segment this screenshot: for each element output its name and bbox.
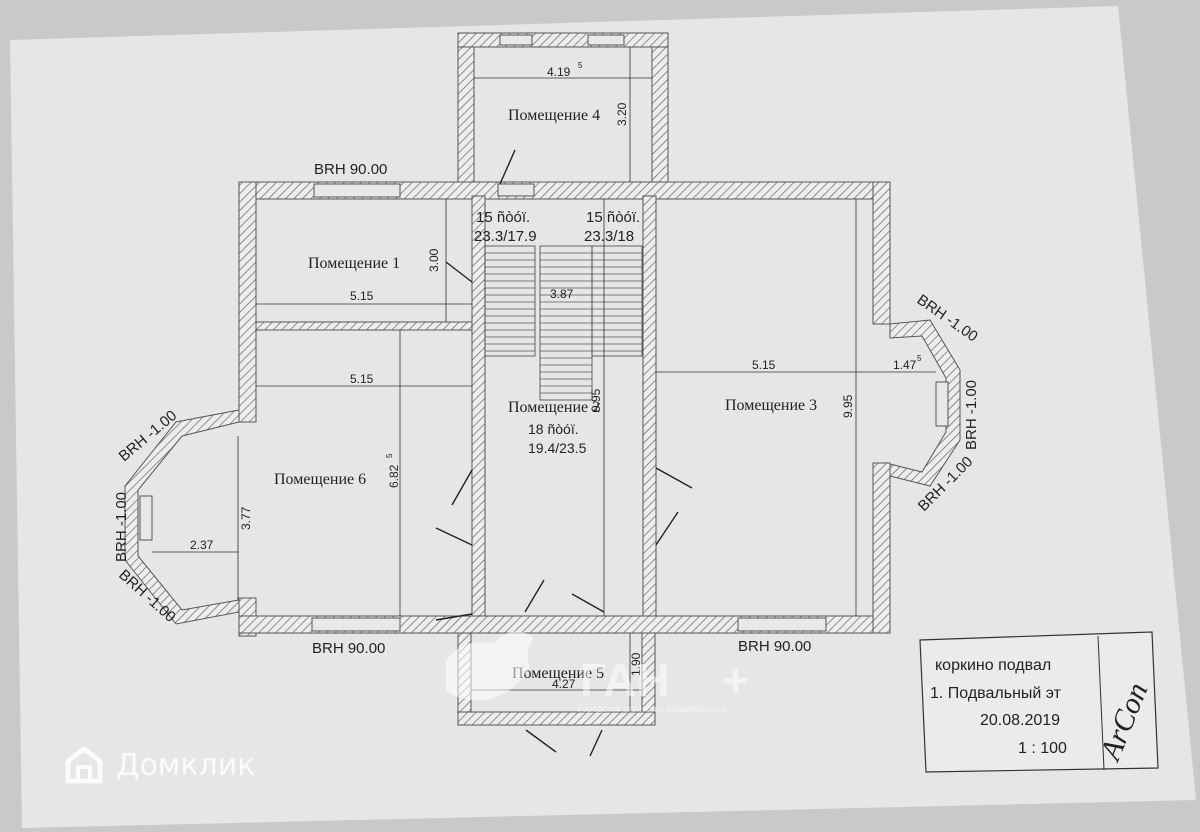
doors bbox=[435, 149, 693, 757]
title-block: коркино подвал 1. Подвальный эт 20.08.20… bbox=[919, 631, 1159, 773]
dim-room4-width: 4.19 bbox=[547, 65, 571, 79]
dim-room6-width: 5.15 bbox=[350, 372, 374, 386]
stair-main-count: 18 ñòóï. bbox=[528, 421, 579, 437]
agency-watermark-text: ГАН bbox=[580, 654, 670, 706]
dim-bay-left-height: 3.77 bbox=[239, 506, 253, 530]
agency-plus-icon: + bbox=[722, 654, 749, 706]
site-watermark: Домклик bbox=[64, 745, 255, 785]
stair-main-size: 19.4/23.5 bbox=[528, 440, 587, 456]
room-3-label: Помещение 3 bbox=[725, 397, 817, 414]
title-date: 20.08.2019 bbox=[980, 712, 1060, 729]
title-sheet: 1. Подвальный эт bbox=[930, 685, 1062, 702]
agency-watermark-sub: Городское агентство недвижимости bbox=[578, 704, 727, 714]
dim-room6-height: 6.82 bbox=[387, 464, 401, 488]
dim-room4-width-sup: 5 bbox=[578, 61, 583, 70]
stair-right-count: 15 ñòóï. bbox=[586, 209, 640, 226]
room-6-label: Помещение 6 bbox=[274, 471, 366, 488]
house-icon bbox=[65, 746, 103, 784]
window-label-left-mid: BRH -1.00 bbox=[113, 492, 130, 562]
room-4-label: Помещение 4 bbox=[508, 107, 600, 124]
window-label-top: BRH 90.00 bbox=[314, 161, 387, 178]
dimension-lines bbox=[152, 47, 936, 712]
window-label-right-mid: BRH -1.00 bbox=[963, 380, 980, 450]
dim-room1-height: 3.00 bbox=[427, 248, 441, 272]
window-label-bottom-right: BRH 90.00 bbox=[738, 638, 811, 655]
stair-right-size: 23.3/18 bbox=[584, 228, 634, 245]
stair-left-count: 15 ñòóï. bbox=[476, 209, 530, 226]
window-label-bottom-left: BRH 90.00 bbox=[312, 640, 385, 657]
title-scale: 1 : 100 bbox=[1018, 740, 1067, 757]
dim-room5-height: 1.90 bbox=[629, 652, 643, 676]
dim-stair-width: 3.87 bbox=[550, 287, 574, 301]
site-watermark-text: Домклик bbox=[116, 747, 256, 783]
dim-room1-width: 5.15 bbox=[350, 289, 374, 303]
room-1-label: Помещение 1 bbox=[308, 255, 400, 272]
dim-room4-height: 3.20 bbox=[615, 102, 629, 126]
dim-room5-width: 4.27 bbox=[552, 677, 576, 691]
room-5-label: Помещение 5 bbox=[512, 665, 604, 682]
dim-room6-height-sup: 5 bbox=[385, 453, 394, 458]
dim-room3-height: 9.95 bbox=[841, 394, 855, 418]
dim-bay-left-width: 2.37 bbox=[190, 538, 214, 552]
dim-bay-right-width: 1.47 bbox=[893, 358, 917, 372]
dim-room3-width: 5.15 bbox=[752, 358, 776, 372]
agency-watermark: ГАН + Городское агентство недвижимости bbox=[446, 631, 749, 714]
dim-bay-right-width-sup: 5 bbox=[917, 354, 922, 363]
title-project: коркино подвал bbox=[935, 657, 1051, 674]
walls bbox=[124, 32, 961, 726]
dim-room2-height: 9.95 bbox=[589, 388, 603, 412]
windows bbox=[139, 34, 949, 632]
room-2-label: Помещение 2 bbox=[508, 399, 600, 416]
stair-left-size: 23.3/17.9 bbox=[474, 228, 537, 245]
